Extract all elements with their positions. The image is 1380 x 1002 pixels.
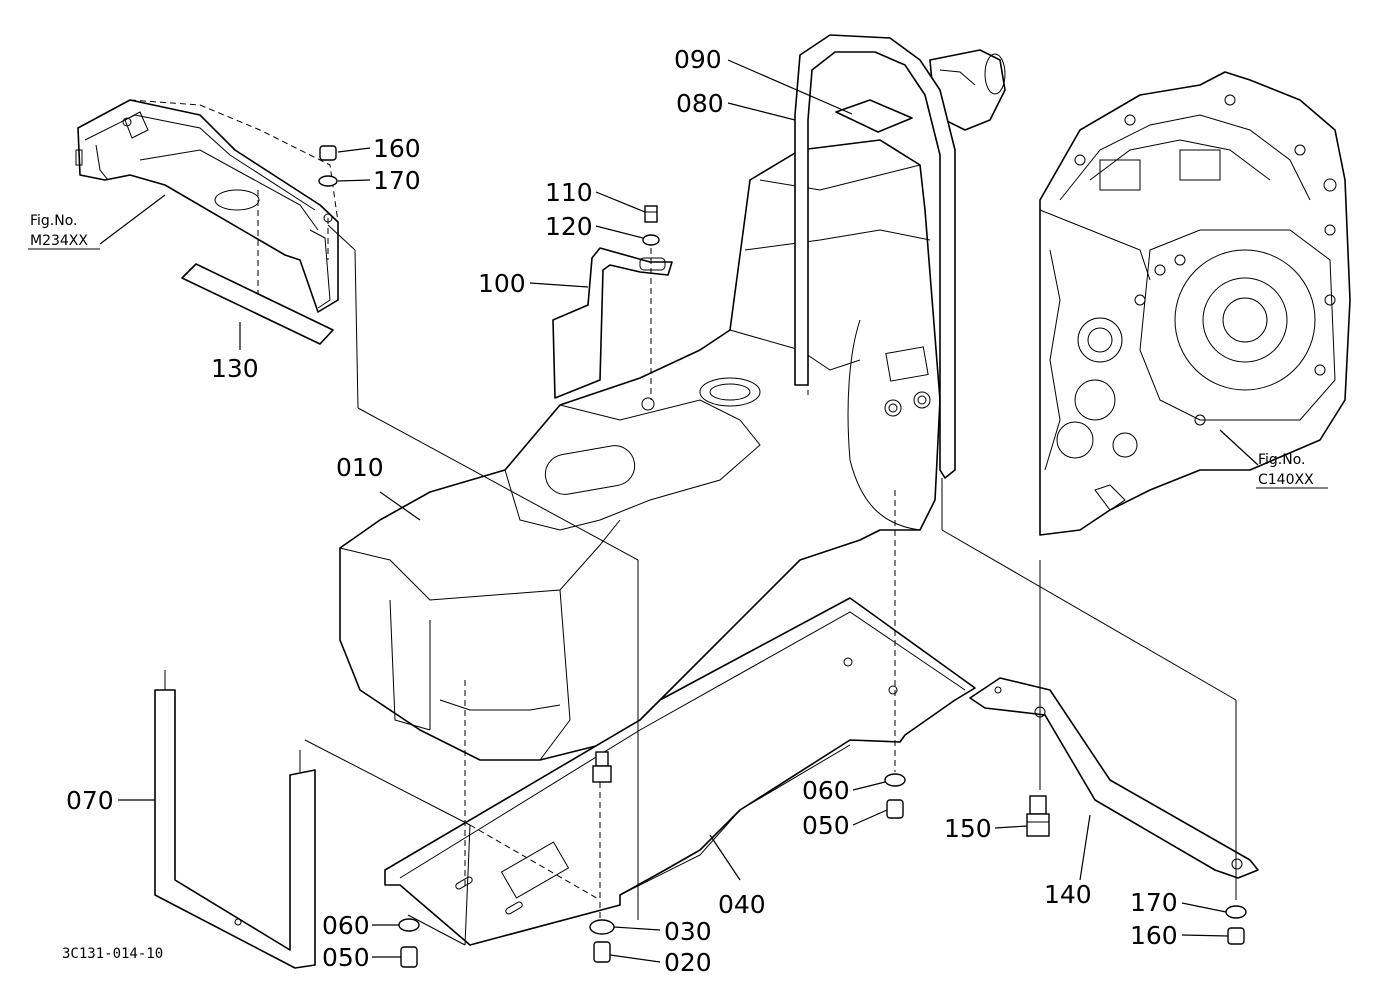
cushion-030 (589, 919, 615, 935)
callout-080: 080 (676, 89, 724, 118)
callout-040: 040 (718, 890, 766, 919)
callout-020: 020 (664, 948, 712, 977)
tank-strap-090 (794, 34, 956, 479)
callout-150: 150 (944, 814, 992, 843)
stud-bolt (592, 751, 612, 783)
callout-050-bottom: 050 (322, 943, 370, 972)
pad-080 (835, 99, 913, 133)
callout-160-top: 160 (373, 134, 421, 163)
tank-support-plate-040 (384, 597, 976, 946)
washer-170-bottom (1225, 905, 1247, 919)
callout-060-middle: 060 (802, 776, 850, 805)
drawing-number: 3C131-014-10 (62, 946, 163, 962)
nut-050-bottom (400, 946, 418, 968)
callout-030: 030 (664, 917, 712, 946)
washer-060-middle (884, 773, 906, 787)
callout-160-bottom: 160 (1130, 921, 1178, 950)
callout-170-bottom: 170 (1130, 888, 1178, 917)
assembly-lines (304, 120, 1237, 946)
callout-010: 010 (336, 453, 384, 482)
rubber-pad-130 (181, 263, 334, 345)
washer-060-bottom (398, 918, 420, 932)
callout-060-bottom: 060 (322, 911, 370, 940)
left-fig-label: Fig.No. (30, 213, 78, 229)
nut-160-top (319, 145, 337, 161)
bolt-150 (1026, 795, 1050, 837)
callout-050-middle: 050 (802, 811, 850, 840)
tank-band-070 (154, 689, 316, 969)
nut-160-bottom (1227, 927, 1245, 945)
callout-130: 130 (211, 354, 259, 383)
nut-050-middle (886, 799, 904, 819)
callout-110: 110 (545, 178, 593, 207)
washer-170-top (318, 175, 338, 187)
stay-140 (969, 677, 1259, 879)
leader-lines (99, 59, 1259, 963)
bolt-110 (644, 205, 658, 223)
bracket-100 (552, 247, 673, 399)
transmission-case (1039, 71, 1351, 536)
callout-170-top: 170 (373, 166, 421, 195)
fuel-tank (339, 49, 1006, 761)
callout-090: 090 (674, 45, 722, 74)
bolt-020 (593, 941, 611, 963)
callout-100: 100 (478, 269, 526, 298)
callout-070: 070 (66, 786, 114, 815)
right-fig-number: C140XX (1258, 472, 1314, 488)
washer-120 (642, 234, 660, 246)
right-fig-label: Fig.No. (1258, 452, 1306, 468)
left-fig-number: M234XX (30, 233, 88, 249)
callout-140: 140 (1044, 880, 1092, 909)
step-bracket-assembly (75, 99, 339, 313)
callout-120: 120 (545, 212, 593, 241)
